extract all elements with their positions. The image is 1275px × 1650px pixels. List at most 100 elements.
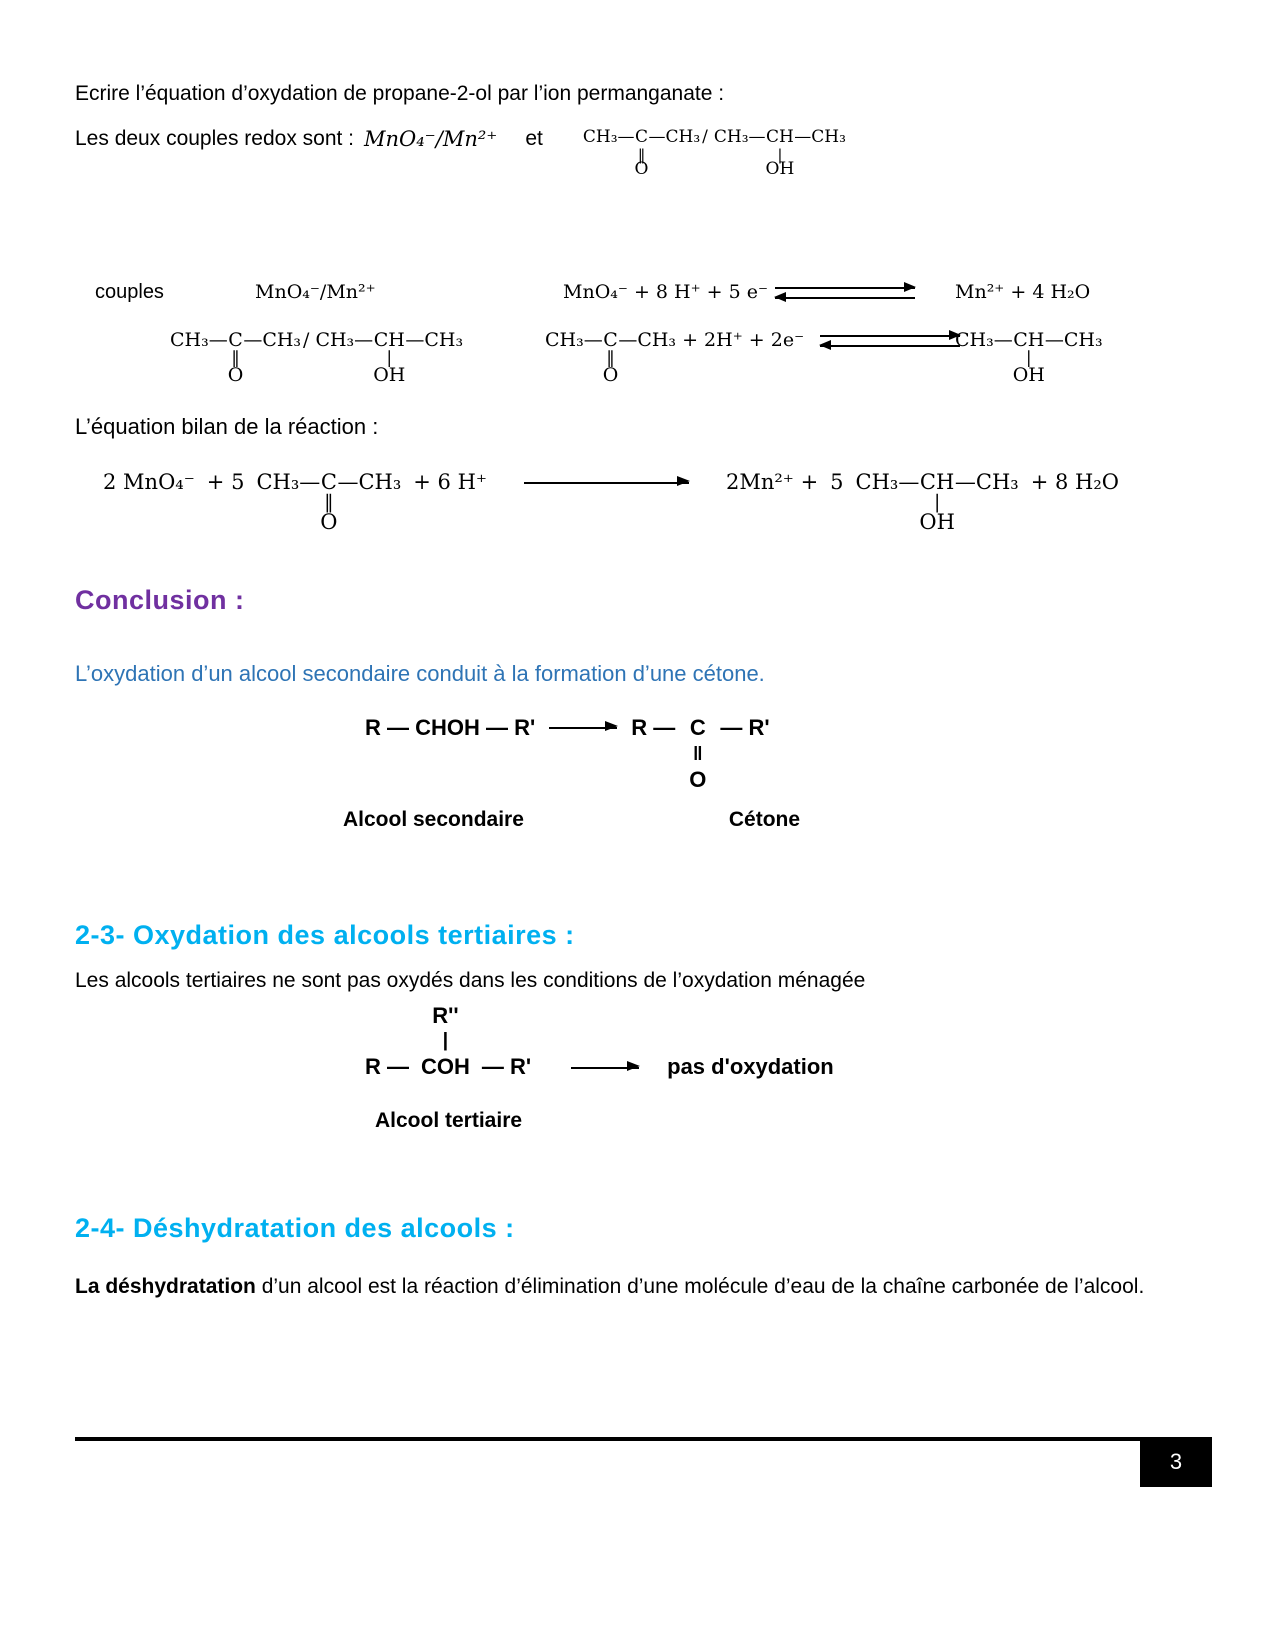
ketone-label: Cétone <box>728 807 801 831</box>
slash-separator: / <box>702 127 708 148</box>
page-number: 3 <box>1169 1449 1183 1474</box>
propanone-formula: CH₃— C ‖ O —CH₃ <box>170 329 301 386</box>
redox-couples-line: Les deux couples redox sont : MnO₄⁻/Mn²⁺… <box>75 127 1205 178</box>
tertiary-oxidation-scheme: R — R'' | COH — R' pas d'oxydation <box>365 1004 1205 1080</box>
chain-segment: CH₃— <box>256 470 321 495</box>
chain-segment: CH₃— <box>315 328 374 351</box>
carbon-atom: C <box>228 328 243 351</box>
chain-segment: —CH₃ <box>954 470 1019 495</box>
organic-couple-formulas: CH₃— C ‖ O —CH₃ / CH₃— CH | OH <box>583 127 846 178</box>
chain-segment: —CH₃ <box>794 127 846 148</box>
oxygen-atom: O <box>320 509 338 534</box>
tertiary-carbon-stack: R'' | COH <box>421 1004 470 1080</box>
mn-couple-text: MnO₄⁻/Mn²⁺ <box>255 280 376 303</box>
slash-separator: / <box>303 328 310 351</box>
balanced-equation-title: L’équation bilan de la réaction : <box>75 413 379 439</box>
secondary-alcohol-formula: R — CHOH — R' <box>365 715 536 741</box>
reaction-arrow-icon <box>549 721 619 732</box>
carbon-atom: CH <box>765 127 794 148</box>
propan-2-ol-formula: CH₃— CH | OH —CH₃ <box>315 329 463 386</box>
hydroxyl-label: OH <box>919 509 955 534</box>
single-bond-icon: | <box>777 145 783 164</box>
double-bond-icon: ‖ <box>231 348 240 369</box>
hydroxyl-group: CH | OH <box>373 329 405 386</box>
conclusion-text: L’oxydation d’un alcool secondaire condu… <box>75 660 765 686</box>
chain-segment: —CH₃ <box>337 470 402 495</box>
propanone-formula: CH₃— C ‖ O —CH₃ <box>583 127 700 178</box>
tertiary-formula-post: — R' <box>481 1054 532 1080</box>
water-term: + 8 H₂O <box>1030 470 1119 495</box>
organic-half-equation-left: CH₃— C ‖ O —CH₃ + 2H⁺ + 2e⁻ <box>545 329 804 386</box>
single-bond-icon: | <box>933 491 941 514</box>
section-2-3-heading: 2-3- Oxydation des alcools tertiaires : <box>75 919 575 950</box>
chain-segment: —CH₃ <box>405 328 464 351</box>
chain-segment: —CH₃ <box>618 328 677 351</box>
chain-segment: —CH₃ <box>1044 328 1103 351</box>
couples-table: couples MnO₄⁻/Mn²⁺ MnO₄⁻ + 8 H⁺ + 5 e⁻ M… <box>75 271 1205 411</box>
secondary-alcohol-label: Alcool secondaire <box>343 807 524 831</box>
section-2-4-text: La déshydratation d’un alcool est la réa… <box>75 1262 1185 1312</box>
couples-label: couples <box>95 280 164 303</box>
propan-2-ol-formula: CH₃— CH | OH —CH₃ <box>955 329 1103 386</box>
chain-segment: CH₃— <box>955 328 1013 351</box>
proton-term: + 6 H⁺ <box>413 470 487 495</box>
chain-segment: CH₃— <box>170 328 228 351</box>
page-number-box: 3 <box>1140 1437 1212 1487</box>
carbon-atom: CH <box>919 470 955 495</box>
intro-paragraph: Ecrire l’équation d’oxydation de propane… <box>75 82 725 105</box>
arrow-right-icon <box>820 329 961 340</box>
page-content: Ecrire l’équation d’oxydation de propane… <box>75 82 1205 1312</box>
chain-segment: CH₃— <box>582 127 635 148</box>
carbonyl-group: C ‖ O <box>603 329 619 386</box>
permanganate-term: 2 MnO₄⁻ <box>103 470 195 495</box>
hydroxyl-label: OH <box>373 364 406 387</box>
arrow-right-icon <box>775 281 916 292</box>
single-bond-icon: | <box>386 348 393 369</box>
propan-2-ol-formula: CH₃— CH | OH —CH₃ <box>714 127 846 178</box>
dehydration-rest: d’un alcool est la réaction d’éliminatio… <box>255 1274 1145 1298</box>
arrow-left-icon <box>819 339 960 350</box>
reaction-arrow-icon <box>571 1060 641 1071</box>
ketone-formula-pre: R — <box>631 715 676 741</box>
electron-terms: + 2H⁺ + 2e⁻ <box>676 328 805 351</box>
et-text: et <box>525 127 543 151</box>
couples-intro-text: Les deux couples redox sont : <box>75 127 355 151</box>
carbonyl-group: C ‖ O <box>689 714 706 794</box>
carbon-atom: C <box>689 715 706 741</box>
hydroxyl-group: CH | OH <box>919 469 955 532</box>
conclusion-heading: Conclusion : <box>75 584 245 615</box>
propanone-formula: CH₃— C ‖ O —CH₃ <box>256 469 401 532</box>
single-bond-icon: | <box>1025 348 1032 369</box>
propanone-formula: CH₃— C ‖ O —CH₃ <box>545 329 676 386</box>
oxygen-atom: O <box>602 364 619 387</box>
single-bond-icon: | <box>442 1029 449 1052</box>
reaction-arrow-icon <box>524 476 690 487</box>
manganese-term: 2Mn²⁺ + <box>726 470 819 495</box>
hydroxyl-label: OH <box>765 158 795 179</box>
no-oxidation-text: pas d'oxydation <box>667 1054 834 1080</box>
carbonyl-group: C ‖ O <box>228 329 244 386</box>
coefficient-term: 5 <box>830 470 844 495</box>
hydroxyl-group: CH | OH <box>1013 329 1045 386</box>
carbonyl-group: C ‖ O <box>320 469 337 532</box>
oxygen-atom: O <box>689 767 707 793</box>
chain-segment: CH₃— <box>545 328 603 351</box>
organic-couple-formulas-row: CH₃— C ‖ O —CH₃ / CH₃— CH | OH <box>170 329 463 386</box>
secondary-oxidation-scheme: R — CHOH — R' R — C ‖ O — R' <box>365 714 1205 794</box>
redox-couple-math: MnO₄⁻/Mn²⁺ <box>364 127 498 152</box>
double-bond-icon: ‖ <box>637 145 646 164</box>
oxygen-atom: O <box>634 158 649 179</box>
scheme-labels: Alcool secondaire Cétone <box>75 808 1205 832</box>
chain-segment: —CH₃ <box>648 127 701 148</box>
double-bond-icon: ‖ <box>692 742 703 765</box>
double-bond-icon: ‖ <box>606 348 615 369</box>
arrow-left-icon <box>774 291 915 302</box>
coefficient-term: + 5 <box>206 470 245 495</box>
mn-half-equation-left: MnO₄⁻ + 8 H⁺ + 5 e⁻ <box>563 280 769 303</box>
carbon-atom: COH <box>421 1054 470 1080</box>
chain-segment: CH₃— <box>855 470 920 495</box>
carbon-atom: CH <box>373 328 405 351</box>
r-double-prime: R'' <box>432 1003 459 1029</box>
carbon-atom: C <box>635 127 649 148</box>
organic-half-equation-right: CH₃— CH | OH —CH₃ <box>955 329 1103 386</box>
